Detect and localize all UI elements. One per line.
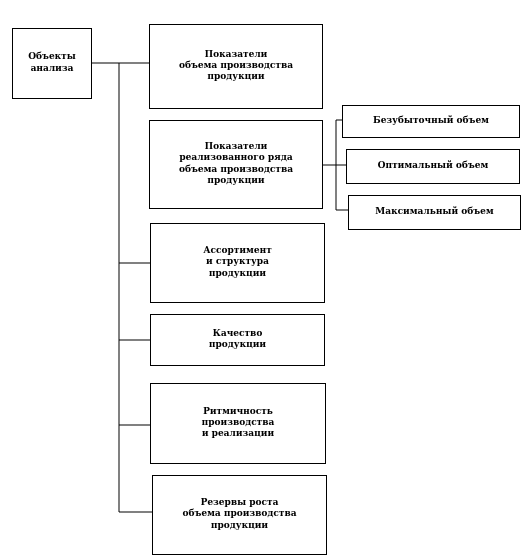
- node-label: Ритмичность производства и реализации: [201, 406, 275, 440]
- sub-node-breakeven: Безубыточный объем: [342, 105, 520, 138]
- sub-node-label: Максимальный объем: [375, 206, 494, 217]
- sub-node-optimal: Оптимальный объем: [346, 149, 520, 184]
- root-node-label: Объекты анализа: [28, 52, 76, 74]
- node-growth-reserves: Резервы роста объема производства продук…: [152, 475, 327, 555]
- sub-node-label: Оптимальный объем: [377, 160, 489, 171]
- sub-node-label: Безубыточный объем: [373, 115, 489, 126]
- node-label: Ассортимент и структура продукции: [203, 246, 272, 279]
- node-label: Показатели объема производства продукции: [178, 49, 294, 83]
- node-label: Качество продукции: [208, 328, 267, 350]
- sub-node-maximal: Максимальный объем: [348, 195, 521, 230]
- node-assortment: Ассортимент и структура продукции: [150, 223, 325, 303]
- node-label: Резервы роста объема производства продук…: [182, 498, 297, 531]
- node-production-volume: Показатели объема производства продукции: [149, 24, 323, 109]
- node-quality: Качество продукции: [150, 314, 325, 366]
- root-node: Объекты анализа: [12, 28, 92, 99]
- node-sales-volume: Показатели реализованного ряда объема пр…: [149, 120, 323, 209]
- node-label: Показатели реализованного ряда объема пр…: [178, 142, 294, 186]
- node-rhythm: Ритмичность производства и реализации: [150, 383, 326, 464]
